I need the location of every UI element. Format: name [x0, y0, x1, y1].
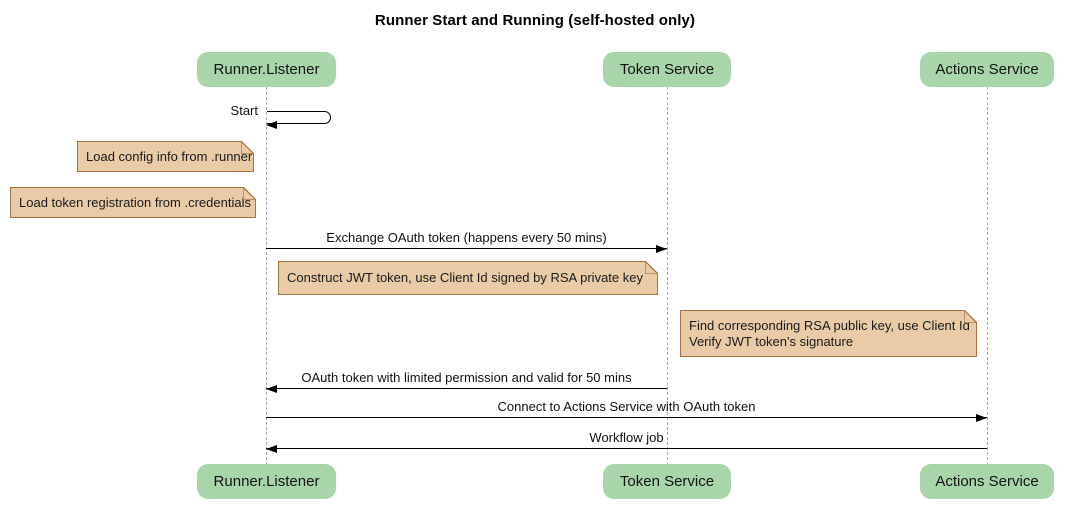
note-fold-icon	[645, 261, 658, 274]
participant-token-service-bottom: Token Service	[603, 464, 731, 499]
note-text: Load config info from .runner	[86, 148, 253, 164]
message-label: Connect to Actions Service with OAuth to…	[497, 399, 756, 414]
note-load-token-registration: Load token registration from .credential…	[10, 187, 256, 218]
note-fold-icon	[243, 187, 256, 200]
participant-label: Runner.Listener	[213, 473, 320, 490]
arrowhead-right-icon	[656, 244, 667, 253]
message-connect-actions: Connect to Actions Service with OAuth to…	[266, 395, 987, 422]
lifeline-runner-listener	[266, 87, 267, 465]
message-label: Exchange OAuth token (happens every 50 m…	[326, 230, 607, 245]
participant-actions-service-bottom: Actions Service	[920, 464, 1054, 499]
note-text: Find corresponding RSA public key, use C…	[689, 317, 970, 349]
arrowhead-left-icon	[266, 120, 277, 129]
participant-label: Actions Service	[935, 473, 1039, 490]
note-fold-icon	[241, 141, 254, 154]
note-load-config: Load config info from .runner	[77, 141, 254, 172]
message-start-label: Start	[230, 103, 258, 118]
diagram-title: Runner Start and Running (self-hosted on…	[374, 12, 696, 29]
lifeline-actions-service	[987, 87, 988, 465]
message-label: OAuth token with limited permission and …	[301, 370, 632, 385]
message-line	[266, 387, 667, 389]
participant-label: Actions Service	[935, 61, 1039, 78]
participant-label: Token Service	[619, 61, 715, 78]
arrowhead-left-icon	[266, 384, 277, 393]
arrowhead-right-icon	[976, 413, 987, 422]
note-construct-jwt: Construct JWT token, use Client Id signe…	[278, 261, 658, 295]
message-line	[266, 247, 667, 249]
arrowhead-left-icon	[266, 444, 277, 453]
message-oauth-token-return: OAuth token with limited permission and …	[266, 366, 667, 393]
message-line	[266, 416, 987, 418]
participant-runner-listener-bottom: Runner.Listener	[197, 464, 336, 499]
note-verify-jwt: Find corresponding RSA public key, use C…	[680, 310, 977, 357]
message-label: Workflow job	[589, 430, 664, 445]
message-line	[266, 447, 987, 449]
participant-label: Token Service	[619, 473, 715, 490]
message-start-loop	[266, 111, 331, 129]
participant-token-service-top: Token Service	[603, 52, 731, 87]
participant-label: Runner.Listener	[213, 61, 320, 78]
message-workflow-job: Workflow job	[266, 426, 987, 453]
note-text: Construct JWT token, use Client Id signe…	[287, 270, 643, 285]
participant-actions-service-top: Actions Service	[920, 52, 1054, 87]
participant-runner-listener-top: Runner.Listener	[197, 52, 336, 87]
note-text: Load token registration from .credential…	[19, 194, 251, 210]
message-exchange-oauth: Exchange OAuth token (happens every 50 m…	[266, 226, 667, 253]
note-fold-icon	[964, 310, 977, 323]
lifeline-token-service	[667, 87, 668, 465]
